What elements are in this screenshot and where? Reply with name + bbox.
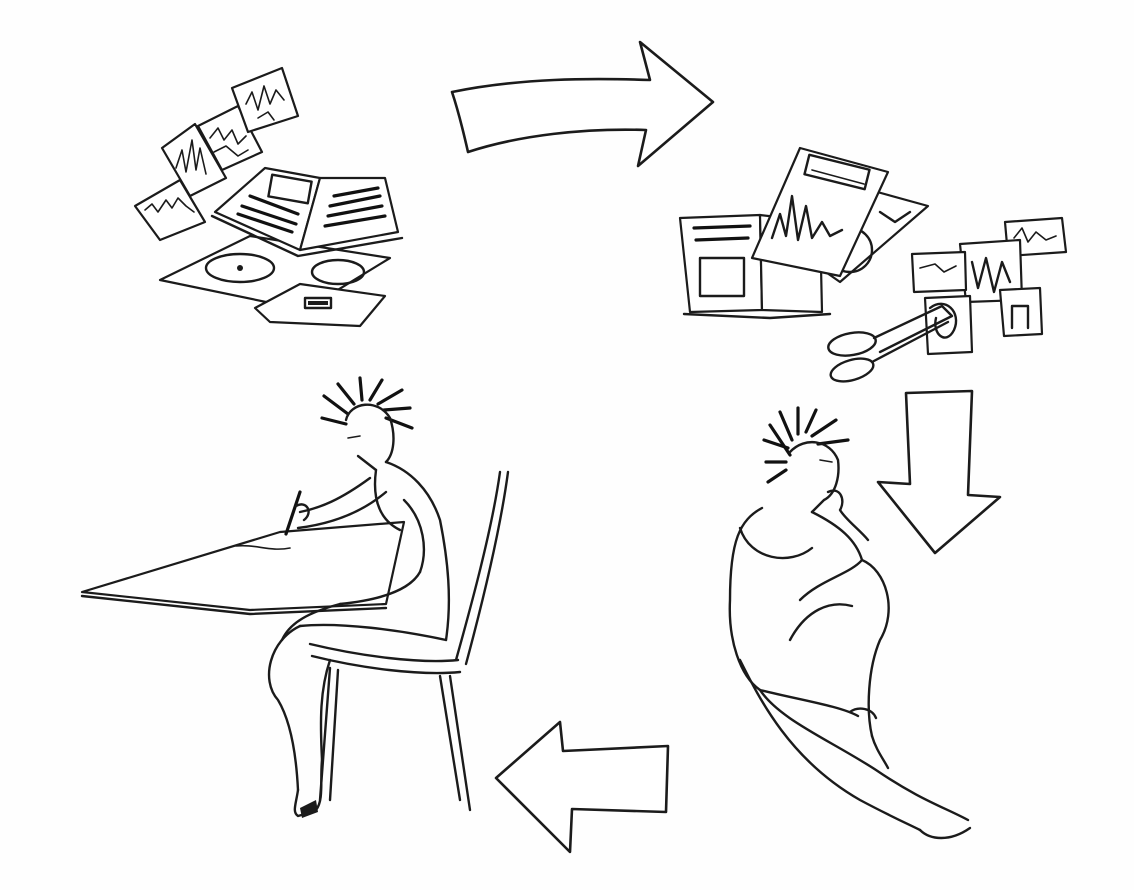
collect-materials-scene: [135, 68, 402, 326]
arrow-bottom-icon: [496, 722, 668, 852]
record-sleeves: [160, 236, 390, 326]
write-at-desk-scene: [82, 378, 508, 818]
arrow-top-icon: [452, 42, 713, 166]
hair-strands-writer: [322, 378, 412, 428]
hair-strands: [764, 408, 848, 482]
magazine-stack: [752, 148, 928, 282]
chair: [310, 472, 508, 810]
arrow-right-icon: [878, 391, 1000, 553]
cut-and-assemble-scene: [680, 148, 1066, 386]
desk: [82, 522, 404, 614]
clipping-cards: [912, 218, 1066, 354]
